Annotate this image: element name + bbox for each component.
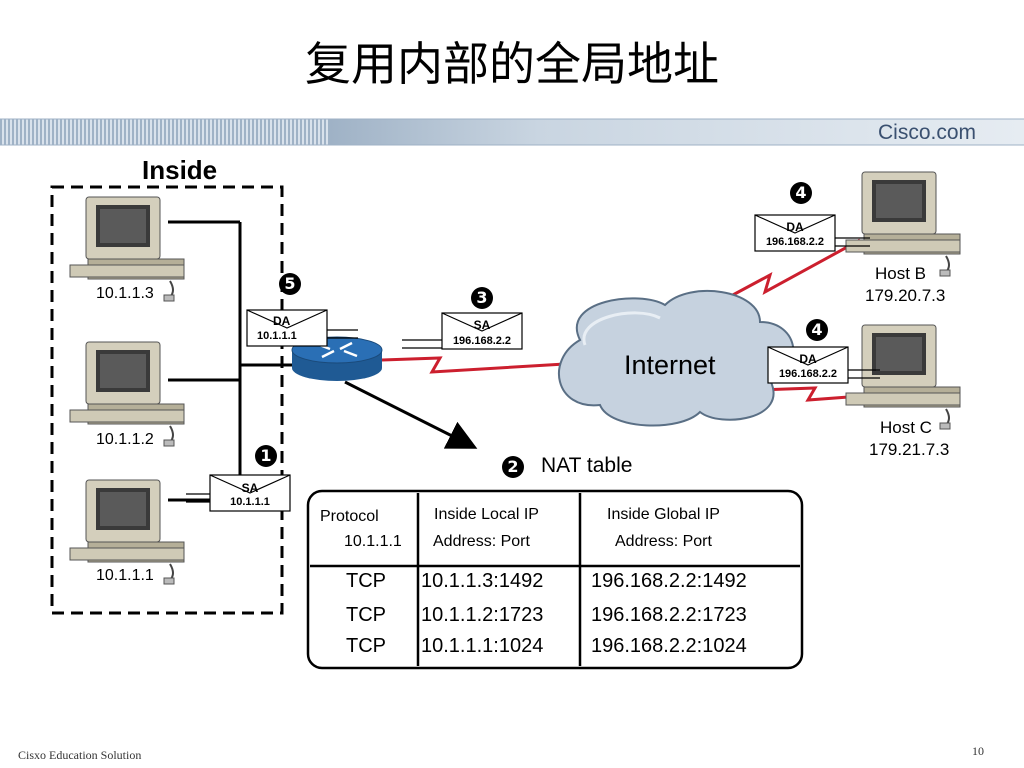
step-4-badge-hostc: 4: [806, 319, 828, 341]
packet3-field: SA: [473, 318, 491, 332]
nat-arrow: [344, 380, 478, 449]
nat-row-3-local: 10.1.1.1:1024: [421, 635, 544, 657]
host-c-icon: [845, 324, 961, 430]
packet4b-value: 196.168.2.2: [765, 236, 825, 248]
host-c-name: Host C: [880, 418, 932, 437]
nat-row-1-protocol: TCP: [346, 570, 386, 592]
router-icon: [291, 336, 383, 381]
nat-header-local-sub: Address: Port: [433, 533, 530, 550]
page-number: 10: [972, 744, 984, 758]
packet5-value: 10.1.1.1: [257, 330, 297, 342]
nat-table-label: NAT table: [541, 454, 633, 477]
nat-row-1-local: 10.1.1.3:1492: [421, 570, 544, 592]
nat-header-local: Inside Local IP: [434, 506, 539, 523]
packet3-value: 196.168.2.2: [452, 335, 512, 347]
host-b-icon: [845, 171, 961, 277]
step-3-badge: 3: [471, 287, 493, 309]
packet4b-field: DA: [786, 220, 804, 234]
pc3-ip: 10.1.1.3: [96, 285, 154, 302]
nat-row-2-protocol: TCP: [346, 604, 386, 626]
step-1-badge: 1: [255, 445, 277, 467]
wan-link-router-internet: [381, 356, 566, 374]
inside-label: Inside: [142, 155, 218, 185]
nat-header-protocol: Protocol: [320, 508, 379, 525]
link-internet-hostc: [759, 386, 863, 402]
nat-header-global-sub: Address: Port: [615, 533, 712, 550]
packet4c-value: 196.168.2.2: [778, 368, 838, 380]
page-title: 复用内部的全局地址: [305, 37, 719, 91]
pc1-ip: 10.1.1.1: [96, 567, 154, 584]
nat-row-1-global: 196.168.2.2:1492: [591, 570, 747, 592]
cisco-brand-logo: Cisco.com: [878, 121, 977, 144]
nat-header-global: Inside Global IP: [607, 506, 720, 523]
packet1-value: 10.1.1.1: [230, 496, 270, 508]
pc2-ip: 10.1.1.2: [96, 431, 154, 448]
footer-text: Cisxo Education Solution: [18, 748, 142, 762]
packet5-field: DA: [273, 314, 291, 328]
host-c-ip: 179.21.7.3: [869, 440, 950, 459]
nat-row-2-local: 10.1.1.2:1723: [421, 604, 544, 626]
step-2-badge: 2: [502, 456, 524, 478]
host-b-ip: 179.20.7.3: [865, 286, 946, 305]
nat-row-3-global: 196.168.2.2:1024: [591, 635, 747, 657]
header-band-fade: [330, 119, 1024, 145]
nat-table-frame: [306, 489, 804, 670]
internet-label: Internet: [624, 350, 716, 380]
packet4c-field: DA: [799, 352, 817, 366]
packet1-field: SA: [241, 481, 259, 495]
host-b-name: Host B: [875, 264, 927, 283]
header-band-striped: [0, 119, 330, 145]
step-4-badge-hostb: 4: [790, 182, 812, 204]
nat-row-3-protocol: TCP: [346, 635, 386, 657]
nat-header-protocol-sub: 10.1.1.1: [344, 533, 402, 550]
inside-network-border: [50, 185, 284, 615]
nat-row-2-global: 196.168.2.2:1723: [591, 604, 747, 626]
step-5-badge: 5: [279, 273, 301, 295]
